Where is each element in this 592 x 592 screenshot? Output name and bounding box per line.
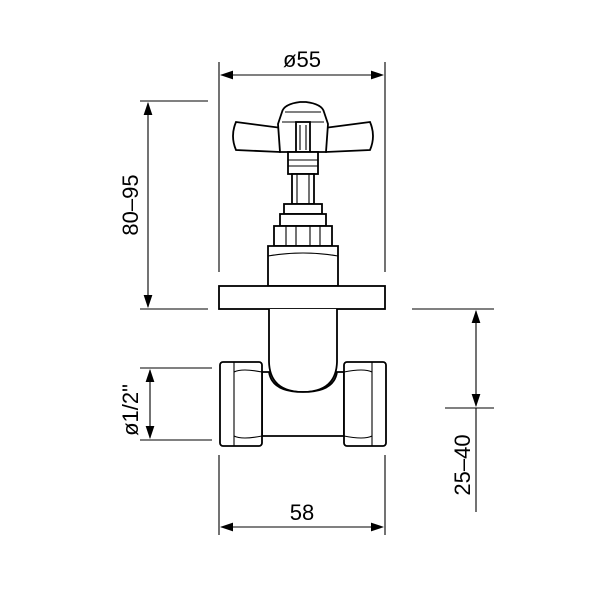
height-left-label: 80–95	[118, 174, 143, 235]
dimension-height-right: 25–40	[412, 308, 494, 512]
height-right-label: 25–40	[450, 434, 475, 495]
valve-geometry	[218, 101, 387, 447]
width-bottom-label: 58	[290, 500, 314, 525]
spindle	[287, 151, 319, 205]
dimension-diameter-top: ø55	[218, 47, 386, 272]
thread-left-label: ø1/2"	[118, 384, 143, 436]
left-thread-end	[219, 361, 263, 447]
cross-handle	[232, 101, 374, 153]
cover-plate	[218, 285, 386, 310]
dimension-thread-left: ø1/2"	[118, 367, 212, 441]
stem-extension	[268, 309, 338, 393]
right-thread-end	[343, 361, 387, 447]
dimension-height-left: 80–95	[118, 100, 208, 310]
dimension-width-bottom: 58	[218, 455, 386, 535]
bonnet-nut	[267, 203, 339, 287]
diameter-top-label: ø55	[283, 47, 321, 72]
